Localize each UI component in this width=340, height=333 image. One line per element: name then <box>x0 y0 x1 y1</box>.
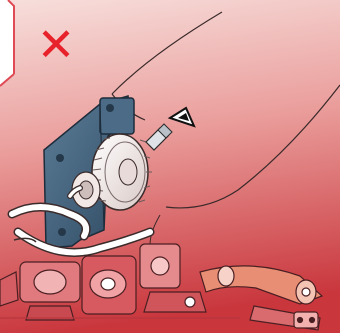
x-icon: ✕ <box>37 18 76 72</box>
